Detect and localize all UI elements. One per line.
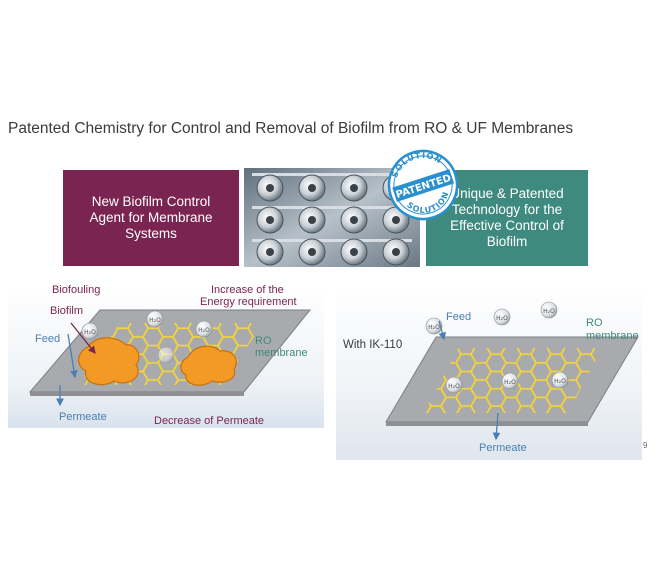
treated-membrane-diagram: H₂O H₂O H₂O H₂O H₂O H₂O [385,301,639,441]
h2o-label: H₂O [448,383,460,390]
h2o-label: H₂O [504,379,516,386]
feed-label: Feed [35,333,61,345]
water-molecule-icon [157,346,175,364]
energy-label-line1: Increase of the [211,284,284,296]
patented-seal-icon: SOLUTION SOLUTION PATENTED [386,148,459,221]
water-molecule-icon [501,372,519,390]
ro-label-line1: RO [586,317,603,329]
biofilm-blob [180,345,237,386]
biofilm-arrow [70,322,96,355]
permeate-label: Permeate [59,411,107,423]
permeate-label: Permeate [479,442,527,454]
feed-arrow [438,320,447,341]
patented-technology-text: Unique & Patented Technology for the Eff… [450,186,564,249]
water-molecule-icon [425,317,443,335]
biofilm-agent-text: New Biofilm Control Agent for Membrane S… [89,194,213,241]
water-molecule-icon [540,301,558,319]
water-molecule-icon [81,322,99,340]
h2o-label: H₂O [554,378,566,385]
fouled-membrane-diagram: H₂O H₂O H₂O [28,309,312,407]
h2o-label: H₂O [496,315,508,322]
biofouling-label: Biofouling [52,284,101,296]
permeate-arrow [492,412,501,441]
water-molecule-icon [195,320,213,338]
water-molecule-icon [493,308,511,326]
water-molecule-icon [551,371,569,389]
feed-label: Feed [446,311,472,323]
ro-label-line2: membrane [586,330,639,342]
h2o-label: H₂O [428,324,440,331]
h2o-label: H₂O [149,317,161,324]
h2o-label: H₂O [84,329,96,336]
treated-membrane-panel: H₂O H₂O H₂O H₂O H₂O H₂O With IK-110 Feed… [336,285,642,460]
ro-label-line2: membrane [255,347,308,359]
with-ik110-label: With IK-110 [343,339,403,351]
h2o-label: H₂O [543,308,555,315]
biofilm-label: Biofilm [50,305,84,317]
biofilm-agent-box: New Biofilm Control Agent for Membrane S… [63,170,239,266]
page-title: Patented Chemistry for Control and Remov… [8,120,574,137]
energy-label-line2: Energy requirement [200,296,297,308]
feed-arrow [67,333,78,379]
page-number: 9 [643,441,648,450]
water-molecule-icon [146,310,164,328]
h2o-label: H₂O [198,327,210,334]
ro-label-line1: RO [255,335,272,347]
fouled-membrane-panel: H₂O H₂O H₂O Biofouling Biofilm Increase … [8,284,324,428]
decrease-permeate-label: Decrease of Permeate [154,415,265,427]
water-molecule-icon [445,376,463,394]
